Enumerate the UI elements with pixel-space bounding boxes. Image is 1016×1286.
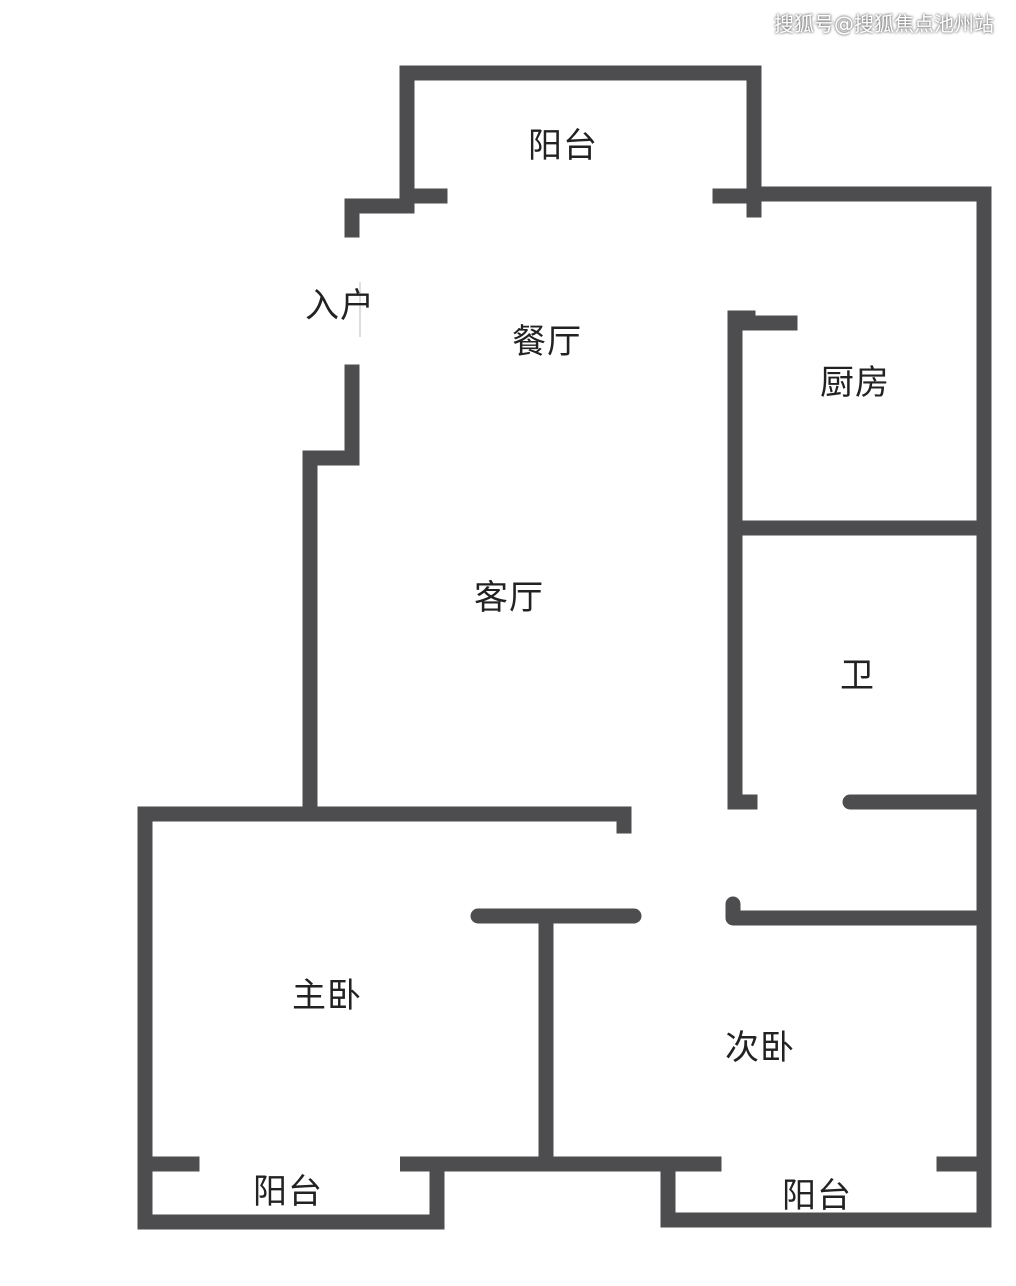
label-living: 客厅 — [474, 578, 544, 618]
label-second-bedroom: 次卧 — [725, 1028, 795, 1068]
label-kitchen: 厨房 — [820, 363, 890, 403]
label-entrance: 入户 — [305, 286, 375, 326]
label-balcony-left: 阳台 — [253, 1172, 323, 1212]
label-master-bedroom: 主卧 — [292, 976, 362, 1016]
wall-right-exterior — [660, 186, 992, 1228]
label-dining: 餐厅 — [512, 322, 582, 362]
wall-master-balcony-box — [137, 1156, 722, 1230]
wall-living-bottom — [137, 806, 632, 1230]
watermark-text: 搜狐号@搜狐焦点池州站 — [774, 12, 994, 36]
label-balcony-top: 阳台 — [528, 126, 598, 166]
label-bathroom: 卫 — [840, 656, 875, 696]
wall-entrance-lower — [302, 364, 360, 816]
wall-kitchen-left — [727, 310, 798, 810]
wall-second-top-partition — [725, 896, 992, 926]
wall-balcony-top — [399, 65, 762, 218]
label-balcony-right: 阳台 — [782, 1176, 852, 1216]
wall-entrance-upper — [344, 198, 415, 238]
